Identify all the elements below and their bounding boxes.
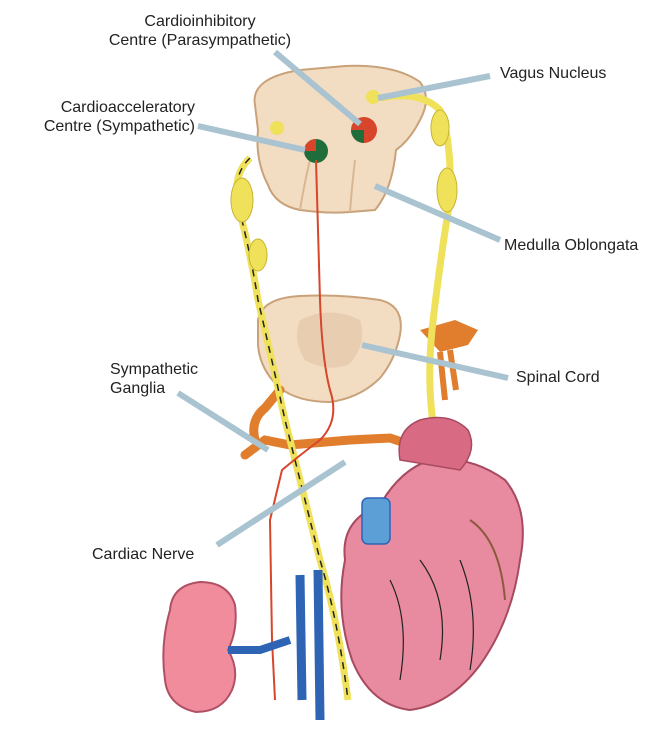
label-sympathetic-line1: Sympathetic [110,360,198,379]
label-sympathetic-line2: Ganglia [110,379,198,398]
heart [341,418,523,710]
label-sympathetic-ganglia: Sympathetic Ganglia [110,360,198,398]
label-cardioacceleratory-line1: Cardioacceleratory [10,98,195,117]
label-cardioacceleratory: Cardioacceleratory Centre (Sympathetic) [10,98,195,136]
label-medulla-oblongata: Medulla Oblongata [504,236,638,255]
label-vagus-nucleus: Vagus Nucleus [500,64,606,83]
label-cardioinhibitory-line1: Cardioinhibitory [90,12,310,31]
inferior-vena-cava [300,570,320,720]
label-cardioacceleratory-line2: Centre (Sympathetic) [10,117,195,136]
superior-vena-cava [362,498,390,544]
label-cardioinhibitory: Cardioinhibitory Centre (Parasympathetic… [90,12,310,50]
left-vagal-dot [270,121,284,135]
label-cardioinhibitory-line2: Centre (Parasympathetic) [90,31,310,50]
label-cardiac-nerve: Cardiac Nerve [92,545,194,564]
label-spinal-cord: Spinal Cord [516,368,600,387]
medulla-oblongata [255,66,426,213]
